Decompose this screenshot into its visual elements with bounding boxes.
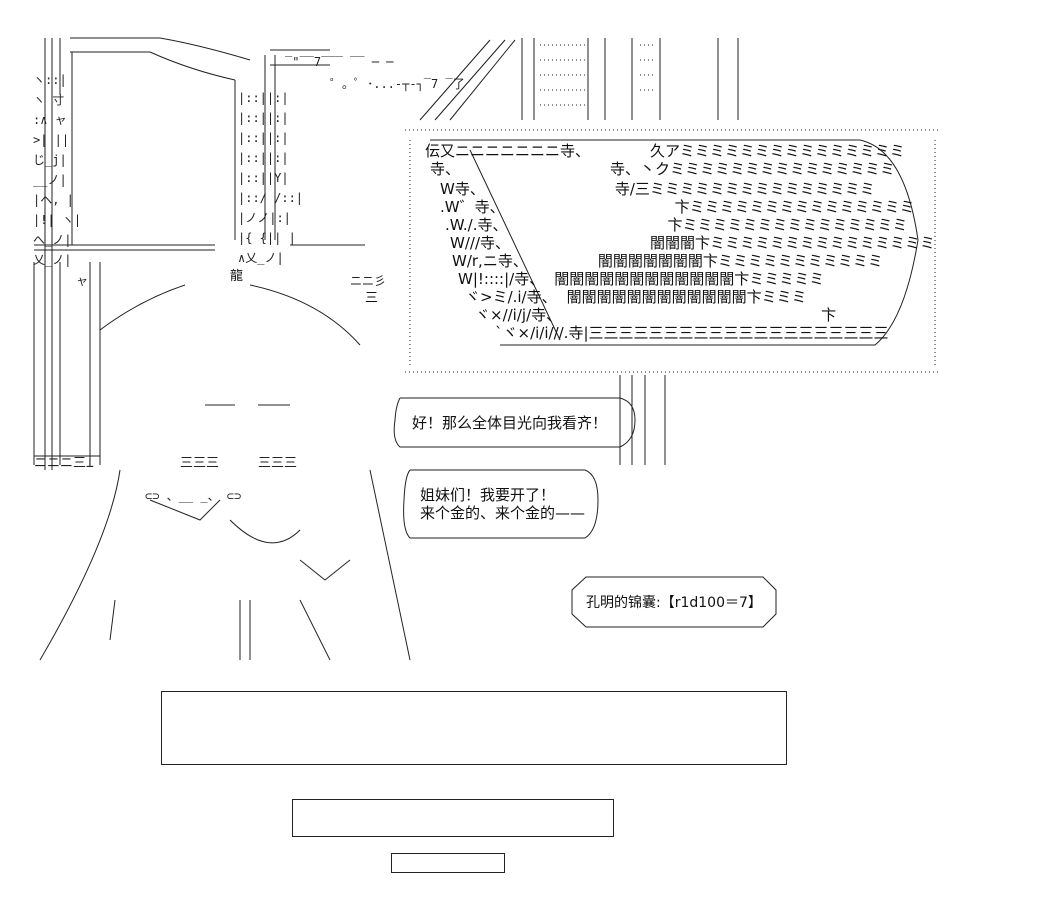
sign-dragon: 龍 — [230, 269, 244, 284]
glyph-face: ⊂⊃ 、__ _、 ⊂⊃ — [145, 489, 242, 503]
empty-box-medium — [292, 799, 614, 837]
glyph-left-stack: ヽ::|ヽ 寸:∧ ャ>| ||じ_j|__ノ||ヘ, ||!| ヽ|へ_ノ|乂… — [33, 73, 82, 267]
banner-line-10: `ヾ×/i/i///.寺|三三三三三三三三三三三三三三三三三三三三 — [495, 324, 889, 342]
empty-box-small — [391, 853, 505, 873]
banner-line-2: W寺、寺/三ミミミミミミミミミミミミミミミ — [440, 180, 875, 198]
banner-line-3: .W゛寺、卞ミミミミミミミミミミミミミミミ — [440, 198, 915, 216]
building-lower-left — [33, 262, 361, 465]
ground-bar-mid-1: 三三三 — [180, 456, 220, 471]
banner-fill-5: ミミミミミミミミミミミミミミミ — [710, 234, 936, 252]
glyph-wall-sanmi: ニニ彡 — [350, 274, 387, 288]
banner-line-8: ヾ>ミ/.i/寺、闇闇闇闇闇闇闇闇闇闇闇闇卞ミミミ — [465, 288, 807, 306]
character-figure — [39, 469, 411, 661]
building-left-lines — [34, 37, 365, 470]
glyph-ya: ャ — [76, 274, 89, 288]
speech-1-text: 好！那么全体目光向我看齐！ — [412, 414, 608, 432]
banner-line-9: ヾ×//i/j/寺、卞 — [475, 306, 837, 324]
wall-kanji: 三 — [365, 291, 379, 306]
banner-fill-4: ミミミミミミミミミミミミミミミ — [682, 216, 908, 234]
ground-bar-mid-2: 三三三 — [258, 456, 298, 471]
glyph-rope-2: ゜。ﾟ ･...‐┬‐┐‾7 ‾了 — [330, 77, 465, 91]
banner-fill-1: ミミミミミミミミミミミミミミミ — [670, 160, 896, 178]
banner-line-7: W|!::::|/寺、闇闇闇闇闇闇闇闇闇闇闇闇卞ミミミミミ — [458, 270, 825, 288]
banner-bottom-bar: 三三三三三三三三三三三三三三三三三三三三 — [588, 324, 889, 342]
banner-dark-8: 闇闇闇闇闇闇闇闇闇闇闇闇 — [566, 288, 747, 306]
banner-line-1: 寺、寺、丶クミミミミミミミミミミミミミミミ — [430, 160, 896, 178]
banner-frame — [405, 129, 940, 373]
banner-line-0: 伝又ニニニニニニニ寺、久アミミミミミミミミミミミミミミミ — [425, 142, 905, 160]
banner-dark-7: 闇闇闇闇闇闇闇闇闇闇闇闇 — [554, 270, 735, 288]
speech-2-line1: 姐妹们！我要开了！ — [420, 486, 556, 504]
speech-2-line2: 来个金的、来个金的—— — [420, 504, 586, 522]
rail-lines-top-right — [419, 38, 739, 121]
banner-fill-0: ミミミミミミミミミミミミミミミ — [679, 142, 905, 160]
empty-box-large — [161, 691, 787, 765]
ground-bar-left: ニニニ三⊥ — [34, 456, 94, 471]
banner-line-4: .W./.寺、卞ミミミミミミミミミミミミミミミ — [445, 216, 908, 234]
glyph-center-column: |::||:||::||:||::||:||::||:||::||Y||::/ … — [238, 91, 304, 265]
banner-line-6: W/r,ニ寺、闇闇闇闇闇闇闇卞ミミミミミミミミミミミ — [452, 252, 883, 270]
banner-fill-2: ミミミミミミミミミミミミミミミ — [649, 180, 875, 198]
glyph-rope: ‾"‾‾7‾‾‾ ‾‾ ─ ─ — [285, 55, 394, 69]
dice-label: 孔明的锦囊:【r1d100＝7】 — [586, 595, 762, 611]
right-side-marks — [619, 375, 666, 465]
banner-line-5: W///寺、闇闇闇卞ミミミミミミミミミミミミミミミ — [450, 234, 936, 252]
dice-box — [571, 576, 777, 628]
banner-prefix: 伝又ニニニニニニニ — [425, 142, 561, 160]
speech-bubble-2 — [403, 469, 599, 539]
banner-fill-3: ミミミミミミミミミミミミミミミ — [689, 198, 915, 216]
